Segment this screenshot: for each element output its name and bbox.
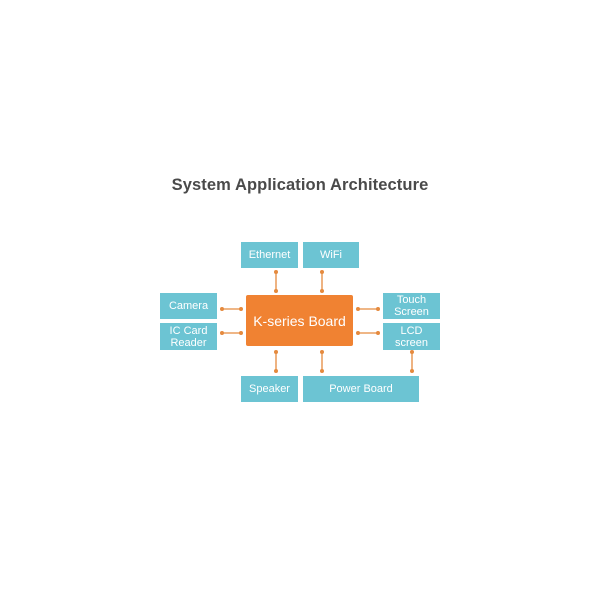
block-ic-card-reader: IC Card Reader [160, 323, 217, 350]
diagram-title: System Application Architecture [171, 176, 429, 194]
block-power-board: Power Board [303, 376, 419, 402]
block-camera: Camera [160, 293, 217, 319]
block-lcd-screen: LCD screen [383, 323, 440, 350]
block-wifi: WiFi [303, 242, 359, 268]
block-k-series-board: K-series Board [246, 295, 353, 346]
block-ethernet: Ethernet [241, 242, 298, 268]
block-touch-screen: Touch Screen [383, 293, 440, 319]
block-speaker: Speaker [241, 376, 298, 402]
